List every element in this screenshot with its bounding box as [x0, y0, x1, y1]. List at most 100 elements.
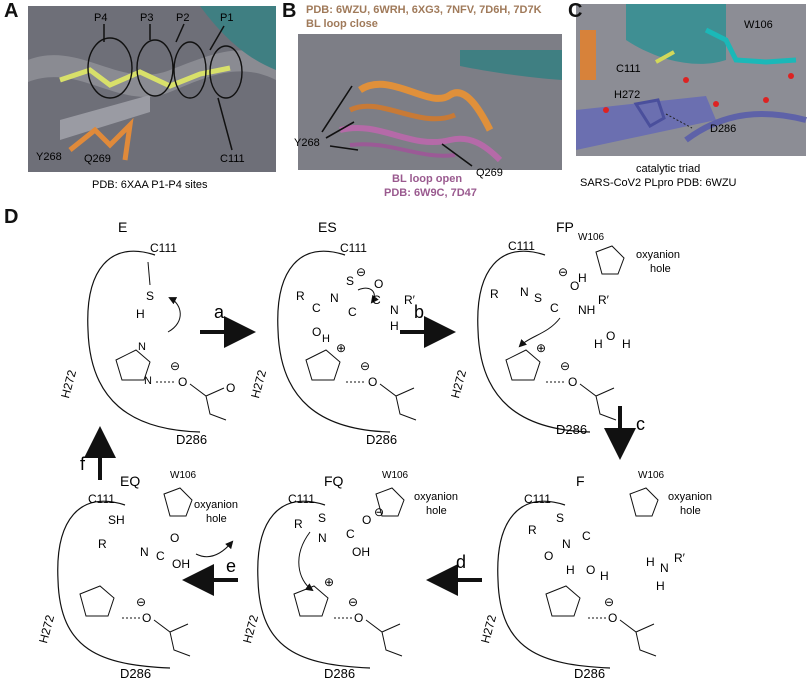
state-fp-water-h2: H [622, 337, 631, 351]
panel-b-label-y268: Y268 [294, 137, 320, 149]
panel-b-arrow-q269 [441, 143, 473, 167]
site-p1-circle [209, 45, 243, 99]
state-es-minus: ⊖ [356, 265, 366, 279]
state-es-attack-arrow [357, 287, 379, 304]
panel-c-sheet-blue [576, 96, 716, 150]
step-f-label: f [80, 454, 86, 474]
state-fp-water-o: O [606, 329, 615, 343]
panel-a-ribbon-teal [200, 6, 276, 70]
state-f-amine-n: N [660, 561, 669, 575]
state-fp-minus: ⊖ [558, 265, 568, 279]
state-es: ES C111 S ⊖ R C O N C C O N R′ H ⊕ H O ⊖… [248, 219, 417, 447]
label-p1: P1 [220, 12, 233, 24]
state-f-amine-h2: H [656, 579, 665, 593]
state-fq-c111: C111 [288, 492, 315, 506]
state-fp-proton-arrow [518, 317, 561, 348]
panel-c-helix-teal [626, 4, 726, 64]
state-f-imidazole [545, 585, 581, 617]
panel-b-structure: PDB: 6WZU, 6WRH, 6XG3, 7NFV, 7D6H, 7D7K … [294, 4, 562, 199]
state-eq: EQ W106 C111 oxyanion hole SH R N C O OH… [36, 470, 238, 681]
panel-b-loop-open-2 [349, 142, 456, 158]
state-fp-c1: C [550, 301, 559, 315]
arrow-c111 [217, 97, 233, 151]
water-2 [683, 77, 689, 83]
water-3 [763, 97, 769, 103]
label-p2: P2 [176, 12, 189, 24]
panel-d-mechanism: E C111 S H N N O ⊖ O H272 D286 ES C111 S… [36, 219, 712, 681]
state-fq-n: N [318, 531, 327, 545]
panel-c-orange-strand [580, 30, 596, 80]
state-f-o1: O [544, 549, 553, 563]
state-fp-water-h1: H [594, 337, 603, 351]
state-fp-h: H [578, 271, 587, 285]
state-es-r: R [296, 289, 305, 303]
state-e-c111-bond [147, 261, 151, 286]
panel-a: A P4 P3 P2 P1 Y268 Q269 C111 PDB: 6XAA P… [0, 0, 280, 200]
water-4 [788, 73, 794, 79]
state-fp-carboxylate [579, 383, 617, 421]
state-fp-rp: R′ [598, 293, 610, 307]
panel-c-h272-stick [633, 98, 666, 129]
water-5 [713, 101, 719, 107]
water-1 [603, 107, 609, 113]
state-eq-o2: O [142, 611, 151, 625]
state-fq-o: O [362, 513, 371, 527]
site-p3-circle [136, 39, 174, 97]
panel-b-label-q269: Q269 [476, 167, 503, 179]
state-es-h272: H272 [248, 368, 269, 400]
state-fq-o2: O [354, 611, 363, 625]
state-fp-n1: N [520, 285, 529, 299]
panel-a-peptide [59, 65, 231, 89]
panel-b-ribbon-teal [460, 50, 562, 80]
panel-c-label: C [568, 0, 583, 22]
panel-b-arrow-1 [321, 85, 353, 133]
label-p4: P4 [94, 12, 107, 24]
step-b-label: b [414, 302, 424, 322]
state-eq-oh: OH [172, 557, 190, 571]
site-p2-circle [173, 41, 207, 99]
state-es-o3: O [368, 375, 377, 389]
step-d-label: d [456, 552, 466, 572]
state-fq-w106: W106 [382, 470, 409, 481]
panel-b-top-line1: PDB: 6WZU, 6WRH, 6XG3, 7NFV, 7D6H, 7D7K [306, 4, 542, 16]
state-fp-minus2: ⊖ [560, 359, 570, 373]
state-fq: FQ W106 C111 oxyanion hole S R N C O ⊖ O… [240, 470, 458, 681]
panel-b-top-line2: BL loop close [306, 18, 378, 30]
state-eq-n: N [140, 545, 149, 559]
state-fq-s: S [318, 511, 326, 525]
panel-b-loop-open [339, 124, 503, 163]
panel-b-arrow-2 [325, 121, 355, 139]
state-fp-s: S [534, 291, 542, 305]
state-f-title: F [576, 473, 585, 489]
state-fq-proton-arrow [298, 531, 314, 592]
label-c111: C111 [220, 153, 245, 165]
panel-c-loop-blue [684, 111, 807, 143]
panel-b-bottom-line1: BL loop open [392, 173, 462, 185]
arrow-p1 [209, 25, 225, 51]
state-es-n2: N [390, 303, 399, 317]
state-f-water-h: H [566, 563, 575, 577]
state-es-c1: C [312, 301, 321, 315]
state-fp-w106: W106 [578, 232, 605, 243]
state-fp-enzyme-outline [477, 250, 591, 433]
state-eq-oxyanion: oxyanion [194, 499, 238, 511]
state-e-h: H [136, 307, 145, 321]
state-eq-imidazole [79, 585, 115, 617]
state-f-enzyme-outline [497, 500, 611, 669]
state-fq-hole: hole [426, 505, 447, 517]
state-fq-imidazole [293, 585, 329, 617]
state-fp-nh: NH [578, 303, 595, 317]
state-eq-enzyme-outline [57, 500, 171, 669]
panel-a-sheet [60, 95, 150, 140]
panel-c-structure: W106 C111 H272 D286 catalytic triad SARS… [576, 4, 807, 189]
panel-c-hbond [665, 113, 693, 129]
panel-b-loop-close [358, 80, 494, 132]
state-f-water-o: O [586, 563, 595, 577]
state-fq-d286: D286 [324, 666, 355, 681]
state-eq-o1: O [170, 531, 179, 545]
state-es-minus2: ⊖ [360, 359, 370, 373]
state-eq-release-arrow [195, 540, 234, 558]
state-e-o2: O [226, 381, 235, 395]
panel-a-ligand-orange [68, 117, 134, 161]
site-p4-circle [87, 37, 133, 99]
